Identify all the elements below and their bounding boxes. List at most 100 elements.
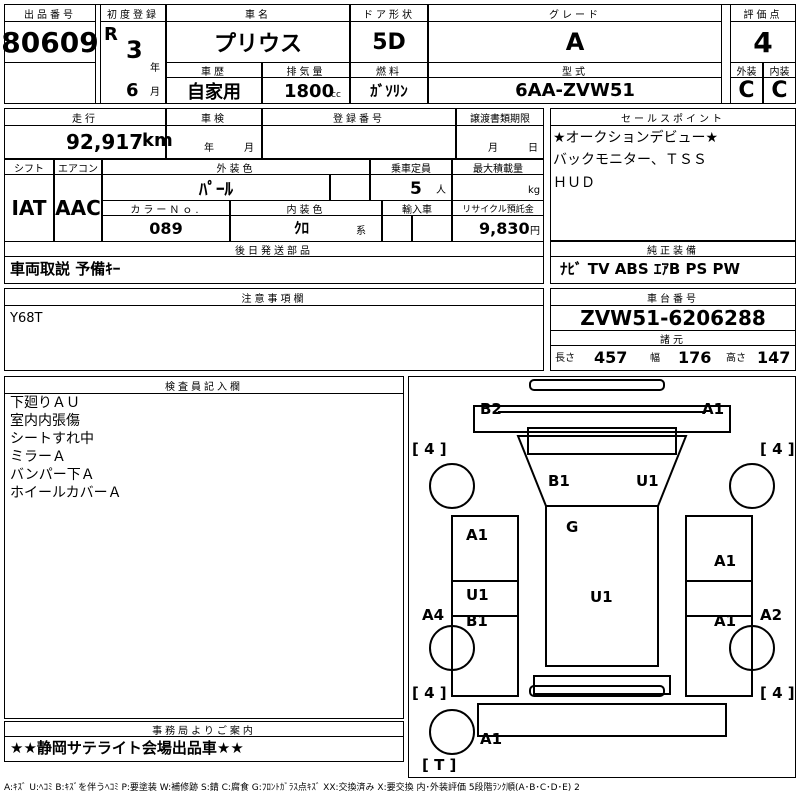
model-label: 型式 <box>428 62 722 78</box>
reg-no-box <box>262 125 456 159</box>
inspector-line-6: ホイールカバーＡ <box>10 485 122 501</box>
mark-left-front-door: A1 <box>466 526 488 544</box>
score: 4 <box>730 21 796 63</box>
max-load-label: 最大積載量 <box>452 159 544 175</box>
selling-line-3: ＨＵＤ <box>553 175 595 191</box>
mileage-box <box>4 125 166 159</box>
width: 176 <box>678 348 712 367</box>
mileage-unit: km <box>142 130 173 151</box>
first-reg-box <box>100 21 166 104</box>
lot-blank <box>4 62 96 104</box>
selling-box <box>550 125 796 241</box>
mileage-label: 走行 <box>4 108 166 126</box>
era: R <box>104 24 118 45</box>
legend: A:ｷｽﾞ U:ﾍｺﾐ B:ｷｽﾞを伴うﾍｺﾐ P:要塗装 W:補修跡 S:錆 … <box>4 783 580 793</box>
ext-color-label: 外装色 <box>102 159 370 175</box>
wheel-front-right <box>729 463 775 509</box>
notes-label: 注意事項欄 <box>4 288 544 306</box>
fuel: ｶﾞｿﾘﾝ <box>350 77 428 104</box>
roof-outline <box>545 505 659 667</box>
lot-label: 出品番号 <box>4 4 96 22</box>
inspection-box <box>166 125 262 159</box>
reg-no-label: 登録番号 <box>262 108 456 126</box>
hood-outline <box>473 405 731 433</box>
shift-label: シフト <box>4 159 54 175</box>
recycle: 9,830 <box>479 219 530 238</box>
width-label: 幅 <box>650 353 660 364</box>
mark-right-quarter: A2 <box>760 606 782 624</box>
front-bumper-outline <box>529 379 665 391</box>
ac: AAC <box>54 174 102 242</box>
capacity: 5 <box>410 179 422 199</box>
rear-window-outline <box>533 675 671 695</box>
max-load-unit: kg <box>528 185 541 196</box>
wheel-front-left <box>429 463 475 509</box>
fuel-label: 燃料 <box>350 62 428 78</box>
dims-box <box>550 345 796 371</box>
interior-label: 内装 <box>763 62 796 78</box>
parts-value: 車両取説 予備ｷｰ <box>10 260 121 278</box>
transfer-box <box>456 125 544 159</box>
mark-front-left: B2 <box>480 400 502 418</box>
trunk-outline <box>477 703 727 737</box>
ac-label: エアコン <box>54 159 102 175</box>
inspection-year-unit: 年 <box>204 143 214 154</box>
inspection-label: 車検 <box>166 108 262 126</box>
chassis-label: 車台番号 <box>550 288 796 306</box>
inspector-box <box>4 393 404 719</box>
equipment-value: ﾅﾋﾞ TV ABS ｴｱB PS PW <box>560 260 741 278</box>
mark-left-rear-u: U1 <box>466 586 489 604</box>
left-side-outline <box>451 515 519 697</box>
inspector-label: 検査員記入欄 <box>4 376 404 394</box>
inspector-line-5: バンパー下Ａ <box>10 467 95 483</box>
chassis-number: ZVW51-6206288 <box>550 305 796 331</box>
office-label: 事務局よりご案内 <box>4 721 404 737</box>
grade-label: グレード <box>428 4 722 22</box>
inspector-line-3: シートすれ中 <box>10 431 94 447</box>
equipment-box <box>550 256 796 284</box>
displacement: 1800 <box>284 81 335 102</box>
displacement-label: 排気量 <box>262 62 350 78</box>
ext-color: ﾊﾟｰﾙ <box>102 174 330 201</box>
inspector-line-1: 下廻りＡＵ <box>10 395 80 411</box>
office-box <box>4 736 404 762</box>
notes-value: Y68T <box>10 311 43 326</box>
car-diagram-box <box>408 376 796 778</box>
right-door-lines <box>686 580 752 617</box>
int-color-unit: 系 <box>356 226 366 237</box>
transfer-label: 譲渡書類期限 <box>456 108 544 126</box>
wheel-rear-left <box>429 625 475 671</box>
mark-front-right: A1 <box>702 400 724 418</box>
reg-month: 6 <box>126 80 139 101</box>
recycle-unit: 円 <box>530 226 540 237</box>
parts-box <box>4 256 544 284</box>
mark-left-rear-b: B1 <box>466 612 488 630</box>
mark-roof: U1 <box>590 588 613 606</box>
tire-rear-right: [ 4 ] <box>760 684 795 702</box>
capacity-label: 乗車定員 <box>370 159 452 175</box>
history-label: 車歴 <box>166 62 262 78</box>
score-label: 評価点 <box>730 4 796 22</box>
mark-left-quarter: A4 <box>422 606 444 624</box>
import-box-2 <box>412 215 452 242</box>
rear-bumper-outline <box>529 685 665 697</box>
mark-hood-right: U1 <box>636 472 659 490</box>
reg-year: 3 <box>126 36 143 64</box>
color-no-label: カラーＮｏ. <box>102 200 230 216</box>
selling-line-1: ★オークションデビュー★ <box>553 130 719 146</box>
displacement-box <box>262 77 350 104</box>
mileage: 92,917 <box>66 130 144 154</box>
wheel-rear-right <box>729 625 775 671</box>
month-unit: 月 <box>150 87 160 98</box>
door-label: ドア形状 <box>350 4 428 22</box>
tire-front-left: [ 4 ] <box>412 440 447 458</box>
recycle-label: リサイクル預託金 <box>452 200 544 216</box>
mark-rear: A1 <box>480 730 502 748</box>
lot-number: 80609 <box>1 21 99 63</box>
color-no: 089 <box>102 215 230 242</box>
year-unit: 年 <box>150 63 160 74</box>
windshield-outline <box>516 435 688 507</box>
interior-grade: C <box>763 77 796 104</box>
length: 457 <box>594 348 628 367</box>
displacement-unit: cc <box>331 90 341 100</box>
